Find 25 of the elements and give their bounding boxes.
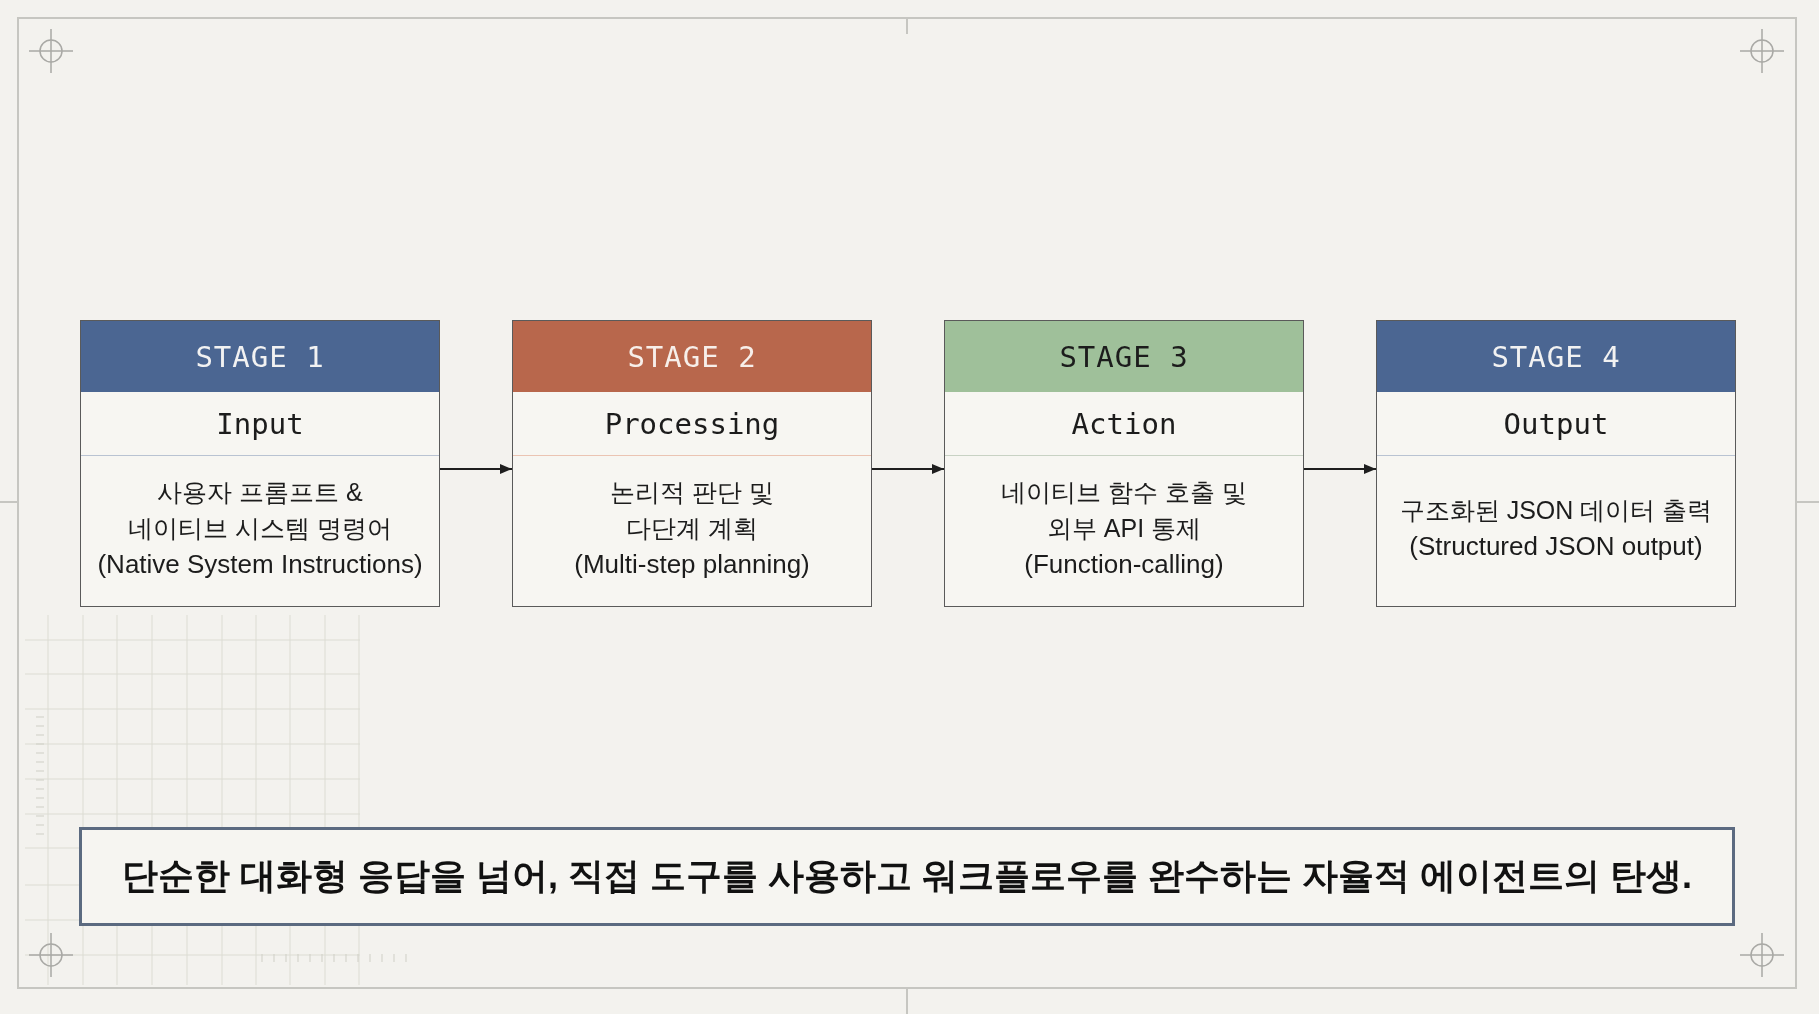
description-text: 네이티브 함수 호출 및 외부 API 통제 (1000, 477, 1248, 544)
stage-header: STAGE 2 (513, 321, 871, 392)
stage-title: Output (1377, 392, 1735, 456)
stage-title: Input (81, 392, 439, 456)
description-text: 사용자 프롬프트 & 네이티브 시스템 명령어 (127, 477, 393, 544)
translation-text: (Native System Instructions) (97, 548, 423, 581)
stage-card (1376, 320, 1736, 607)
stage-title: Action (945, 392, 1303, 456)
stage-card (512, 320, 872, 607)
arrow (1303, 464, 1377, 474)
stage-title: Processing (513, 392, 871, 456)
stage-card (80, 320, 440, 607)
stage-card (944, 320, 1304, 607)
stage-header: STAGE 1 (81, 321, 439, 392)
translation-text: (Structured JSON output) (1409, 530, 1703, 563)
stage-header: STAGE 3 (945, 321, 1303, 392)
description-text: 구조화된 JSON 데이터 출력 (1399, 495, 1713, 526)
arrow (439, 464, 513, 474)
description-text: 논리적 판단 및 다단계 계획 (609, 477, 775, 544)
caption-text: 단순한 대화형 응답을 넘어, 직접 도구를 사용하고 워크플로우를 완수하는 자율적 에이전트의 탄생. (122, 854, 1692, 898)
stage-header: STAGE 4 (1377, 321, 1735, 392)
caption-box (79, 827, 1735, 926)
translation-text: (Multi-step planning) (574, 548, 810, 581)
arrow (871, 464, 945, 474)
translation-text: (Function-calling) (1024, 548, 1224, 581)
